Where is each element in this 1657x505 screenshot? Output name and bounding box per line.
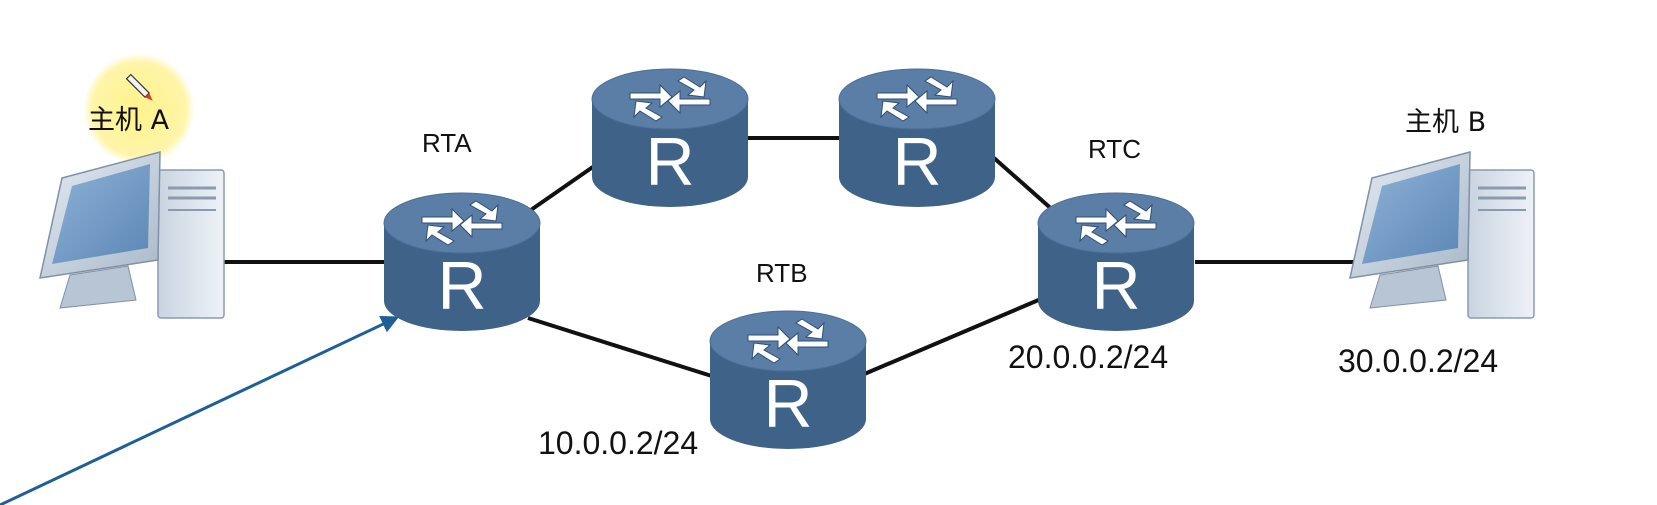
router-rtc: R	[1037, 192, 1195, 331]
cursor-highlight	[84, 54, 194, 164]
router-glyph: R	[892, 124, 941, 200]
router-icon	[709, 310, 867, 449]
link-rta-rtb	[527, 316, 719, 380]
router-glyph: R	[645, 124, 694, 200]
link-topright-rtc	[992, 156, 1057, 214]
link-rta-topleft	[526, 160, 602, 214]
router-rta-label: RTA	[422, 128, 472, 158]
host-b-ip: 30.0.0.2/24	[1338, 343, 1499, 379]
router-icon	[591, 68, 749, 207]
router-icon	[838, 68, 996, 207]
router-glyph: R	[437, 248, 486, 324]
host-a-label: 主机 A	[88, 105, 170, 136]
router-glyph: R	[1091, 248, 1140, 324]
router-icon	[383, 192, 541, 331]
router-rtb-label: RTB	[756, 258, 808, 288]
host-a-computer	[39, 151, 225, 319]
pen-cursor-icon	[125, 73, 153, 101]
host-b-label: 主机 B	[1405, 107, 1487, 138]
host-b-computer	[1349, 151, 1535, 319]
router-glyph: R	[763, 366, 812, 442]
routers: R R R R R	[383, 68, 1195, 449]
router-rtb-ip: 10.0.0.2/24	[538, 425, 699, 461]
router-rtc-ip: 20.0.0.2/24	[1008, 339, 1169, 375]
desktop-computer-icon	[39, 151, 225, 319]
router-rtc-label: RTC	[1088, 134, 1141, 164]
link-rtb-rtc	[861, 294, 1049, 377]
links	[220, 136, 1360, 380]
desktop-computer-icon	[1349, 151, 1535, 319]
annotation-arrow	[0, 316, 400, 505]
router-top-left: R	[591, 68, 749, 207]
router-icon	[1037, 192, 1195, 331]
router-top-right: R	[838, 68, 996, 207]
router-rta: R	[383, 192, 541, 331]
router-rtb: R	[709, 310, 867, 449]
